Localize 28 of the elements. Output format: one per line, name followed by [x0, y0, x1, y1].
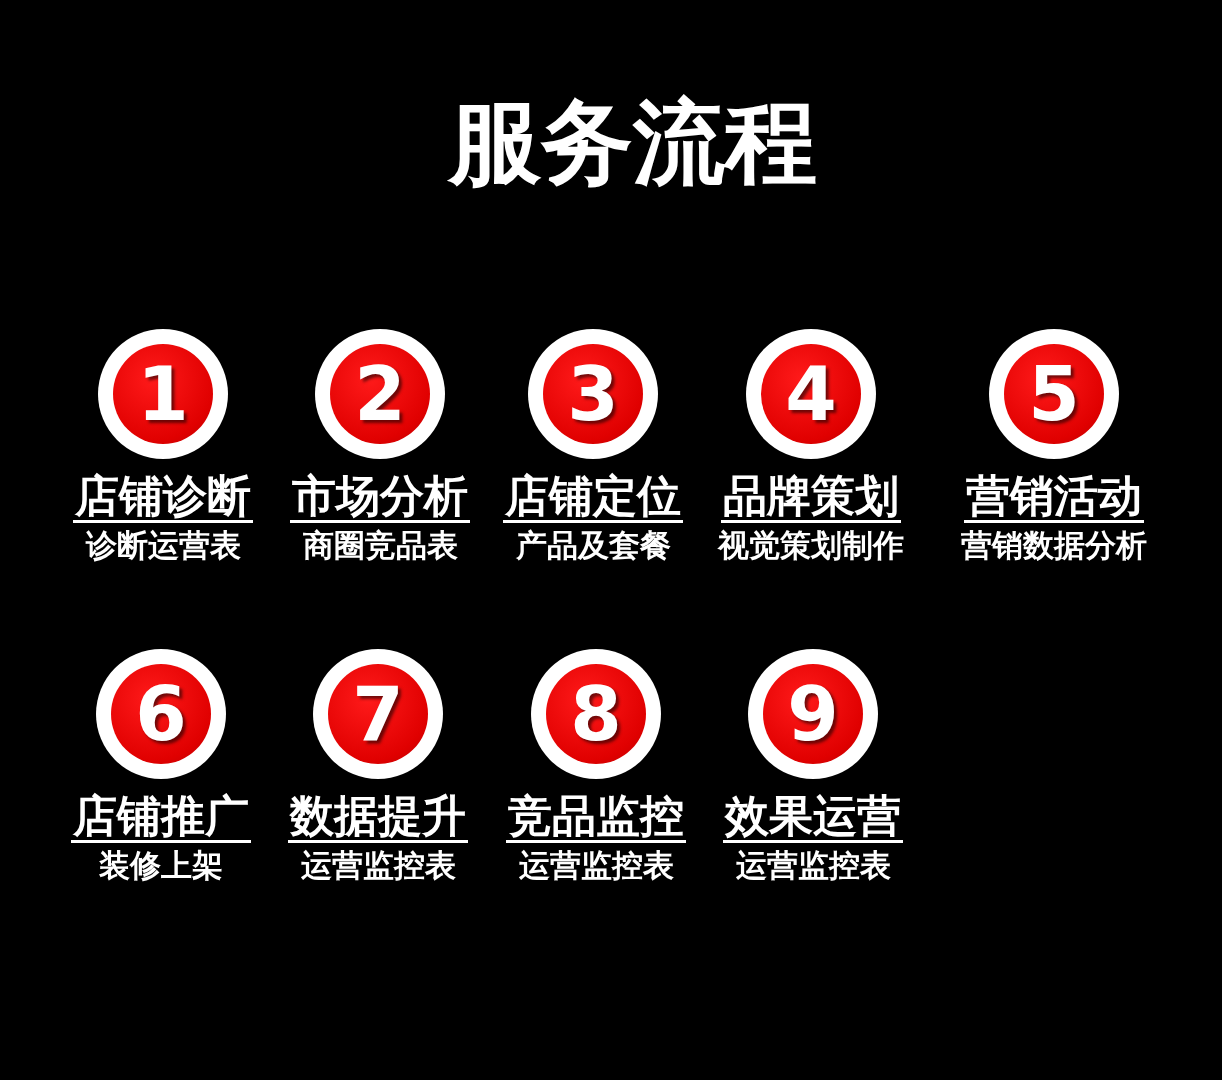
step-title: 店铺推广 — [71, 792, 251, 844]
step-title: 竞品监控 — [506, 792, 686, 844]
step-number: 9 — [787, 677, 839, 751]
step-title: 市场分析 — [290, 472, 470, 524]
step-subtitle: 产品及套餐 — [515, 528, 671, 563]
step-subtitle: 营销数据分析 — [961, 528, 1147, 563]
step-subtitle: 运营监控表 — [735, 848, 891, 883]
title: 服务流程 — [446, 92, 818, 194]
step-subtitle: 运营监控表 — [300, 848, 456, 883]
step-number: 8 — [570, 677, 622, 751]
step-title: 数据提升 — [288, 792, 468, 844]
step-subtitle: 视觉策划制作 — [718, 528, 904, 563]
step-number: 7 — [352, 677, 404, 751]
step-number: 2 — [354, 357, 406, 431]
step-number: 6 — [135, 677, 187, 751]
step-subtitle: 商圈竞品表 — [302, 528, 458, 563]
step-subtitle: 运营监控表 — [518, 848, 674, 883]
step-number: 5 — [1028, 357, 1080, 431]
step-title: 效果运营 — [723, 792, 903, 844]
step-number: 4 — [785, 357, 837, 431]
step-subtitle: 诊断运营表 — [85, 528, 241, 563]
step-title: 店铺定位 — [503, 472, 683, 524]
step-title: 品牌策划 — [721, 472, 901, 524]
step-subtitle: 装修上架 — [99, 848, 223, 883]
step-title: 营销活动 — [964, 472, 1144, 524]
step-number: 3 — [567, 357, 619, 431]
step-number: 1 — [137, 357, 189, 431]
step-title: 店铺诊断 — [73, 472, 253, 524]
